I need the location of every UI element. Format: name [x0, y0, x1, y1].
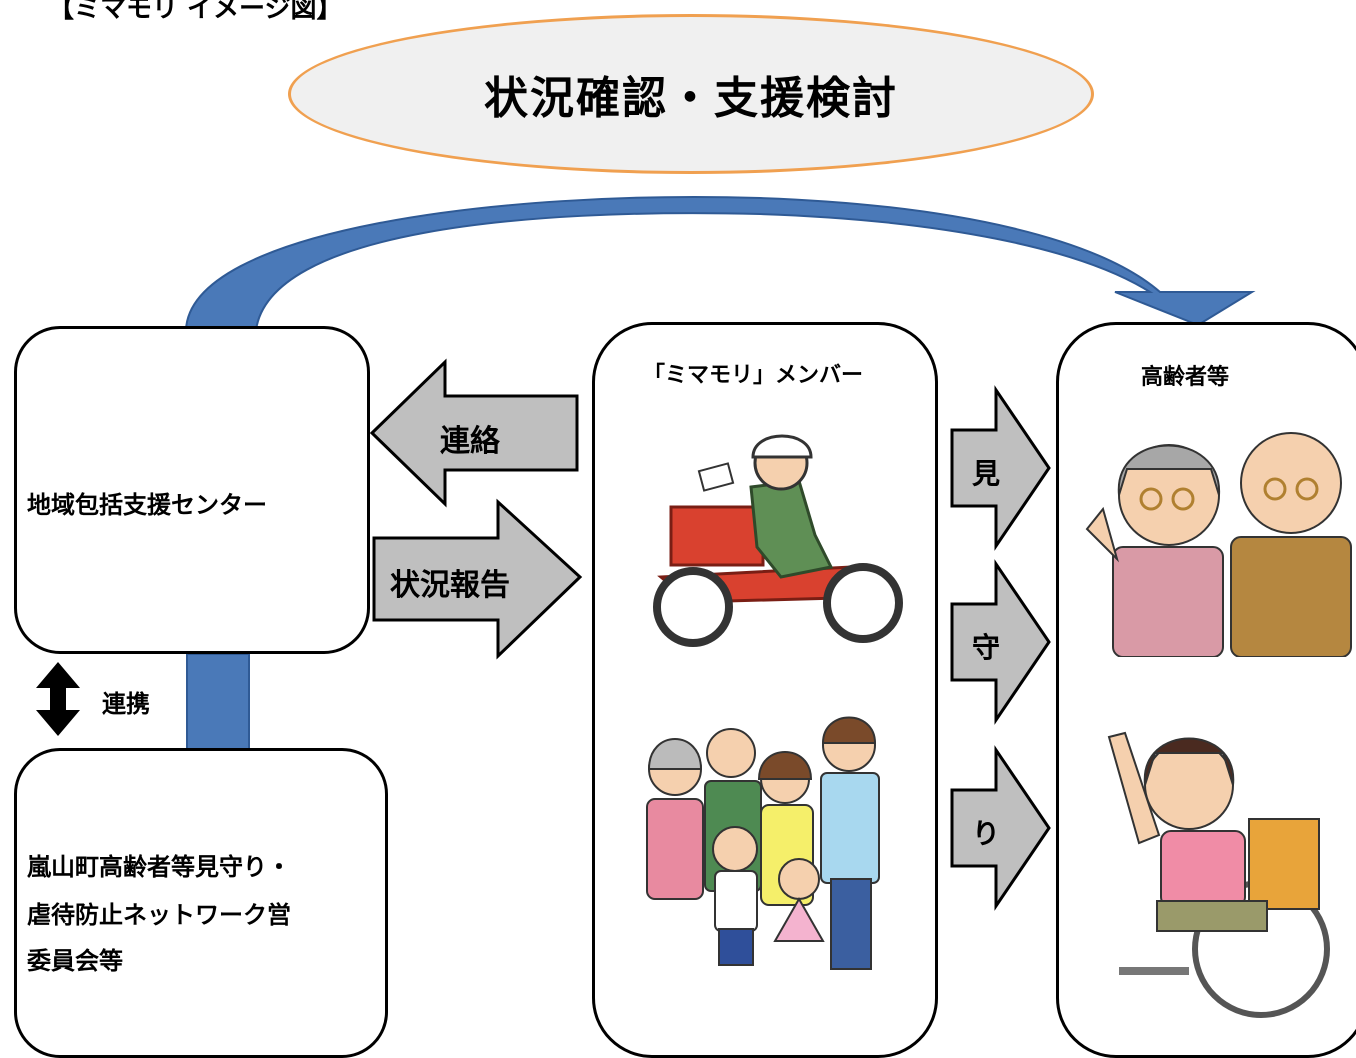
- link-double-arrow: [36, 662, 80, 736]
- watch-arrow-1: [950, 385, 1051, 551]
- contact-arrow: [369, 358, 579, 508]
- wheelchair-woman-illustration: [1107, 731, 1330, 1018]
- report-label: 状況報告: [390, 568, 510, 603]
- watch-arrow-3: [950, 745, 1051, 911]
- status-review-ellipse: 状況確認・支援検討: [288, 14, 1094, 174]
- elderly-box: 高齢者等: [1056, 322, 1356, 1058]
- watch-label-1: 見: [972, 457, 1001, 490]
- family-illustration: [646, 716, 880, 970]
- support-center-box: 地域包括支援センター: [14, 326, 370, 654]
- watch-arrow-2: [950, 559, 1051, 725]
- council-line-2: 虐待防止ネットワーク営: [27, 901, 291, 929]
- members-title: 「ミマモリ」メンバー: [643, 363, 864, 388]
- council-box: 嵐山町高齢者等見守り・ 虐待防止ネットワーク営 委員会等: [14, 748, 388, 1058]
- elderly-title: 高齢者等: [1141, 365, 1230, 390]
- center-council-connector: [186, 653, 250, 751]
- elderly-couple-illustration: [1085, 432, 1352, 657]
- council-line-3: 委員会等: [27, 947, 123, 975]
- support-center-title: 地域包括支援センター: [27, 491, 267, 519]
- members-box: 「ミマモリ」メンバー: [592, 322, 938, 1058]
- postal-worker-illustration: [653, 434, 903, 647]
- figure-title: 【ミマモリ イメージ図】: [48, 0, 343, 24]
- report-arrow: [372, 498, 583, 660]
- feedback-curve-arrow: [184, 196, 1256, 331]
- link-label: 連携: [102, 690, 150, 718]
- watch-label-3: り: [972, 817, 1001, 850]
- watch-label-2: 守: [972, 631, 1001, 664]
- contact-label: 連絡: [440, 424, 500, 459]
- council-line-1: 嵐山町高齢者等見守り・: [27, 853, 291, 881]
- cycle-title: 状況確認・支援検討: [484, 73, 898, 124]
